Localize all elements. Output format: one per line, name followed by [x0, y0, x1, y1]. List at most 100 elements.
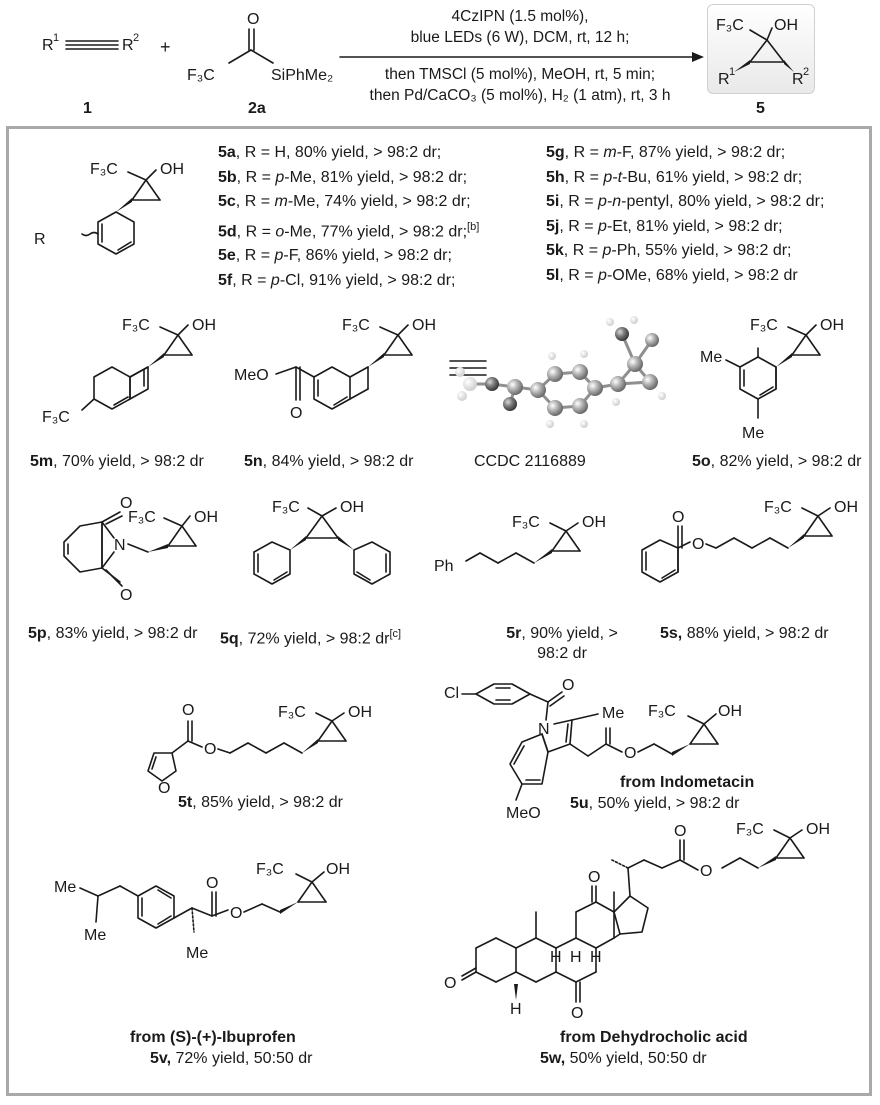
caption-5t: 5t, 85% yield, > 98:2 dr: [178, 794, 343, 811]
conditions-bottom: then TMSCl (5 mol%), MeOH, rt, 5 min; th…: [369, 66, 671, 104]
caption-5n: 5n, 84% yield, > 98:2 dr: [244, 453, 414, 470]
svg-text:O: O: [204, 741, 216, 758]
svg-text:F₃C: F₃C: [90, 161, 118, 178]
caption-5p: 5p, 83% yield, > 98:2 dr: [28, 625, 198, 642]
svg-text:O: O: [120, 495, 132, 512]
svg-text:2: 2: [803, 66, 809, 78]
svg-text:R: R: [34, 231, 46, 248]
svg-text:H: H: [590, 949, 602, 966]
svg-text:O: O: [571, 1005, 583, 1022]
caption-5r: 5r, 90% yield, > 98:2 dr: [506, 625, 618, 662]
svg-text:O: O: [247, 11, 259, 28]
svg-text:Me: Me: [602, 705, 624, 722]
origin-5v: from (S)-(+)-Ibuprofen: [130, 1029, 296, 1046]
svg-text:Me: Me: [742, 425, 764, 442]
svg-text:F₃C: F₃C: [342, 317, 370, 334]
svg-text:SiPhMe₂: SiPhMe₂: [271, 67, 333, 84]
x-ray-crystal-structure: [455, 316, 666, 428]
aryl-series-right-list: 5g, R = m-F, 87% yield, > 98:2 dr; 5h, R…: [546, 141, 824, 288]
compound-5w-structure: F₃C OH O O O O O H H H H: [444, 821, 830, 1022]
svg-text:O: O: [672, 509, 684, 526]
caption-5w: 5w, 50% yield, 50:50 dr: [540, 1050, 707, 1067]
caption-5q: 5q, 72% yield, > 98:2 dr[c]: [220, 628, 402, 648]
caption-5v: 5v, 72% yield, 50:50 dr: [150, 1050, 313, 1067]
entry-5a: 5a, R = H, 80% yield, > 98:2 dr;: [218, 144, 442, 161]
svg-text:F₃C: F₃C: [187, 67, 215, 84]
svg-text:MeO: MeO: [506, 805, 541, 822]
entry-5k: 5k, R = p-Ph, 55% yield, > 98:2 dr;: [546, 242, 792, 259]
svg-text:H: H: [550, 949, 562, 966]
compound-5q-structure: F₃C OH: [253, 499, 391, 585]
compound-5n-structure: F₃C OH MeO O: [234, 317, 436, 422]
reactant-2-acylsilane: O F₃C SiPhMe₂: [187, 11, 333, 84]
svg-text:F₃C: F₃C: [128, 509, 156, 526]
entry-5d: 5d, R = o-Me, 77% yield, > 98:2 dr;[b]: [218, 220, 480, 240]
product-highlight-box: [707, 4, 815, 94]
origin-5w: from Dehydrocholic acid: [560, 1029, 748, 1046]
svg-text:F₃C: F₃C: [512, 514, 540, 531]
reactant-2-number: 2a: [248, 100, 266, 117]
product-5-structure: F₃C OH R 1 R 2: [716, 17, 809, 88]
svg-text:O: O: [692, 536, 704, 553]
compound-5p-structure: O F₃C OH N O: [63, 495, 218, 604]
svg-text:F₃C: F₃C: [278, 704, 306, 721]
reactant-1-alkyne: R 1 R 2: [42, 32, 139, 54]
svg-text:Me: Me: [84, 927, 106, 944]
svg-text:Me: Me: [54, 879, 76, 896]
compound-5v-structure: Me Me Me O O F₃C OH: [54, 861, 350, 962]
svg-text:OH: OH: [582, 514, 606, 531]
svg-text:R: R: [792, 71, 804, 88]
compound-5r-structure: F₃C OH Ph: [434, 514, 606, 575]
svg-text:N: N: [538, 721, 550, 738]
svg-text:F₃C: F₃C: [122, 317, 150, 334]
caption-5u: 5u, 50% yield, > 98:2 dr: [570, 795, 740, 812]
svg-text:OH: OH: [194, 509, 218, 526]
svg-text:MeO: MeO: [234, 367, 269, 384]
compound-5s-structure: F₃C OH O O: [641, 499, 858, 583]
entry-5h: 5h, R = p-t-Bu, 61% yield, > 98:2 dr;: [546, 168, 803, 186]
svg-text:F₃C: F₃C: [716, 17, 744, 34]
compound-5m-structure: F₃C OH F₃C: [42, 317, 216, 426]
svg-text:1: 1: [729, 66, 735, 78]
svg-text:OH: OH: [326, 861, 350, 878]
compound-5u-structure: Cl O N Me MeO O O F₃C OH: [444, 677, 742, 822]
caption-5s: 5s, 88% yield, > 98:2 dr: [660, 625, 829, 642]
svg-text:OH: OH: [834, 499, 858, 516]
caption-ccdc: CCDC 2116889: [474, 453, 586, 470]
svg-text:O: O: [290, 405, 302, 422]
svg-text:OH: OH: [192, 317, 216, 334]
entry-5e: 5e, R = p-F, 86% yield, > 98:2 dr;: [218, 247, 452, 265]
svg-text:OH: OH: [348, 704, 372, 721]
svg-text:O: O: [158, 780, 170, 797]
svg-text:H: H: [570, 949, 582, 966]
svg-text:Me: Me: [700, 349, 722, 366]
entry-5c: 5c, R = m-Me, 74% yield, > 98:2 dr;: [218, 193, 471, 210]
entry-5j: 5j, R = p-Et, 81% yield, > 98:2 dr;: [546, 217, 783, 235]
plus-sign: +: [160, 37, 171, 57]
reactant-1-number: 1: [83, 100, 92, 117]
svg-text:N: N: [114, 537, 126, 554]
svg-text:O: O: [206, 875, 218, 892]
svg-text:F₃C: F₃C: [42, 409, 70, 426]
svg-text:OH: OH: [412, 317, 436, 334]
conditions-top: 4CzIPN (1.5 mol%), blue LEDs (6 W), DCM,…: [410, 8, 630, 46]
svg-text:OH: OH: [340, 499, 364, 516]
svg-text:Cl: Cl: [444, 685, 459, 702]
entry-5f: 5f, R = p-Cl, 91% yield, > 98:2 dr;: [218, 271, 456, 289]
svg-text:O: O: [120, 587, 132, 604]
svg-text:OH: OH: [160, 161, 184, 178]
entry-5g: 5g, R = m-F, 87% yield, > 98:2 dr;: [546, 144, 786, 161]
r1-label: R: [42, 37, 54, 54]
svg-text:O: O: [562, 677, 574, 694]
svg-text:F₃C: F₃C: [764, 499, 792, 516]
svg-text:F₃C: F₃C: [736, 821, 764, 838]
aryl-series-left-list: 5a, R = H, 80% yield, > 98:2 dr; 5b, R =…: [218, 141, 479, 293]
svg-text:2: 2: [133, 32, 139, 44]
svg-text:OH: OH: [820, 317, 844, 334]
svg-text:Ph: Ph: [434, 558, 454, 575]
svg-text:O: O: [230, 905, 242, 922]
svg-text:O: O: [624, 745, 636, 762]
entry-5i: 5i, R = p-n-pentyl, 80% yield, > 98:2 dr…: [546, 193, 825, 210]
svg-text:1: 1: [53, 32, 59, 44]
compound-5t-structure: F₃C OH O O O: [147, 702, 372, 797]
